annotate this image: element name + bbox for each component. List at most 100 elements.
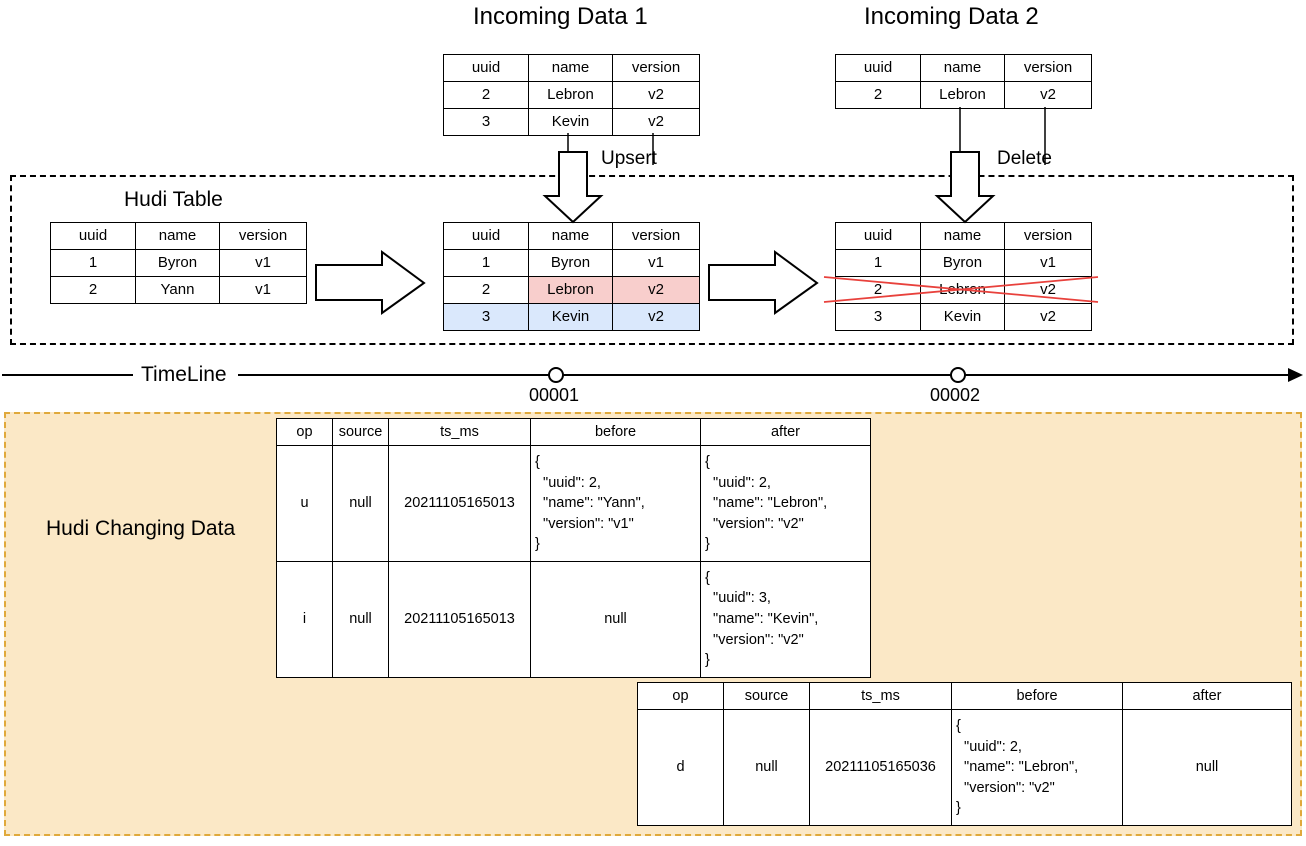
cell-name: Byron <box>528 249 613 277</box>
hudi-table-state-box <box>10 175 1294 345</box>
table-header-row: op source ts_ms before after <box>637 682 1292 710</box>
col-header-version: version <box>612 222 700 250</box>
cell-before: { "uuid": 2, "name": "Lebron", "version"… <box>951 709 1123 826</box>
table-row: u null 20211105165013 { "uuid": 2, "name… <box>276 445 871 562</box>
col-header-name: name <box>135 222 220 250</box>
upsert-label: Upsert <box>601 148 657 169</box>
cell-name: Lebron <box>920 276 1005 304</box>
col-header-version: version <box>1004 222 1092 250</box>
table-row: 1 Byron v1 <box>50 249 307 277</box>
timeline-arrowhead <box>1288 368 1303 382</box>
cell-source: null <box>332 445 389 562</box>
timeline-tick-00001 <box>548 367 564 383</box>
cell-name: Kevin <box>528 108 613 136</box>
cell-name: Byron <box>920 249 1005 277</box>
cell-before: null <box>530 560 701 678</box>
cell-version: v1 <box>612 249 700 277</box>
table-header-row: uuid name version <box>835 222 1092 250</box>
table-row: 1 Byron v1 <box>443 249 700 277</box>
table-header-row: uuid name version <box>443 54 700 82</box>
col-header-uuid: uuid <box>443 222 529 250</box>
incoming-data-1-table: uuid name version 2 Lebron v2 3 Kevin v2 <box>443 54 700 136</box>
cell-name: Kevin <box>920 303 1005 331</box>
col-header-after: after <box>1122 682 1292 710</box>
cell-version: v2 <box>612 276 700 304</box>
cell-uuid: 2 <box>443 276 529 304</box>
changing-data-table-commit-2: op source ts_ms before after d null 2021… <box>637 682 1292 826</box>
timeline-tick-label-00001: 00001 <box>529 385 580 405</box>
cell-name: Lebron <box>528 81 613 109</box>
col-header-name: name <box>920 54 1005 82</box>
hudi-table-title: Hudi Table <box>124 188 223 211</box>
cell-after: { "uuid": 3, "name": "Kevin", "version":… <box>700 560 871 678</box>
delete-label: Delete <box>997 148 1052 169</box>
cell-ts-ms: 20211105165013 <box>388 560 531 678</box>
table-row: 2 Lebron v2 <box>443 81 700 109</box>
col-header-before: before <box>951 682 1123 710</box>
col-header-version: version <box>612 54 700 82</box>
hudi-table-after-upsert: uuid name version 1 Byron v1 2 Lebron v2… <box>443 222 700 331</box>
cell-name: Yann <box>135 276 220 304</box>
table-row: i null 20211105165013 null { "uuid": 3, … <box>276 560 871 678</box>
hudi-table-initial: uuid name version 1 Byron v1 2 Yann v1 <box>50 222 307 304</box>
table-row-deleted: 2 Lebron v2 <box>835 276 1092 304</box>
timeline-label: TimeLine <box>135 363 233 387</box>
col-header-uuid: uuid <box>835 54 921 82</box>
col-header-name: name <box>920 222 1005 250</box>
cell-version: v1 <box>219 276 307 304</box>
cell-after: null <box>1122 709 1292 826</box>
cell-version: v2 <box>1004 276 1092 304</box>
col-header-op: op <box>637 682 724 710</box>
col-header-uuid: uuid <box>835 222 921 250</box>
cell-op: i <box>276 560 333 678</box>
hudi-changing-data-label: Hudi Changing Data <box>46 517 236 540</box>
col-header-before: before <box>530 418 701 446</box>
table-header-row: uuid name version <box>835 54 1092 82</box>
cell-uuid: 1 <box>835 249 921 277</box>
table-header-row: uuid name version <box>443 222 700 250</box>
cell-op: d <box>637 709 724 826</box>
cell-uuid: 1 <box>50 249 136 277</box>
hudi-table-after-delete: uuid name version 1 Byron v1 2 Lebron v2… <box>835 222 1092 331</box>
cell-uuid: 2 <box>835 81 921 109</box>
incoming-data-1-title: Incoming Data 1 <box>473 3 648 30</box>
changing-data-table-commit-1: op source ts_ms before after u null 2021… <box>276 418 871 678</box>
col-header-ts-ms: ts_ms <box>388 418 531 446</box>
col-header-version: version <box>219 222 307 250</box>
cell-after: { "uuid": 2, "name": "Lebron", "version"… <box>700 445 871 562</box>
cell-version: v2 <box>612 108 700 136</box>
table-row: 2 Yann v1 <box>50 276 307 304</box>
col-header-op: op <box>276 418 333 446</box>
cell-version: v1 <box>219 249 307 277</box>
table-header-row: uuid name version <box>50 222 307 250</box>
cell-version: v2 <box>1004 303 1092 331</box>
timeline-tick-label-00002: 00002 <box>930 385 981 405</box>
incoming-data-2-table: uuid name version 2 Lebron v2 <box>835 54 1092 109</box>
cell-ts-ms: 20211105165013 <box>388 445 531 562</box>
table-row-inserted: 3 Kevin v2 <box>443 303 700 331</box>
table-row: 1 Byron v1 <box>835 249 1092 277</box>
cell-uuid: 2 <box>50 276 136 304</box>
col-header-name: name <box>528 54 613 82</box>
incoming-data-2-title: Incoming Data 2 <box>864 3 1039 30</box>
table-row: 2 Lebron v2 <box>835 81 1092 109</box>
col-header-source: source <box>332 418 389 446</box>
cell-version: v2 <box>612 303 700 331</box>
cell-name: Lebron <box>528 276 613 304</box>
cell-name: Byron <box>135 249 220 277</box>
cell-uuid: 2 <box>443 81 529 109</box>
table-row: 3 Kevin v2 <box>835 303 1092 331</box>
col-header-ts-ms: ts_ms <box>809 682 952 710</box>
table-row: d null 20211105165036 { "uuid": 2, "name… <box>637 709 1292 826</box>
table-row-updated: 2 Lebron v2 <box>443 276 700 304</box>
cell-uuid: 3 <box>443 108 529 136</box>
col-header-name: name <box>528 222 613 250</box>
cell-source: null <box>332 560 389 678</box>
col-header-source: source <box>723 682 810 710</box>
cell-uuid: 1 <box>443 249 529 277</box>
col-header-uuid: uuid <box>50 222 136 250</box>
cell-version: v1 <box>1004 249 1092 277</box>
cell-uuid: 3 <box>835 303 921 331</box>
col-header-version: version <box>1004 54 1092 82</box>
col-header-uuid: uuid <box>443 54 529 82</box>
